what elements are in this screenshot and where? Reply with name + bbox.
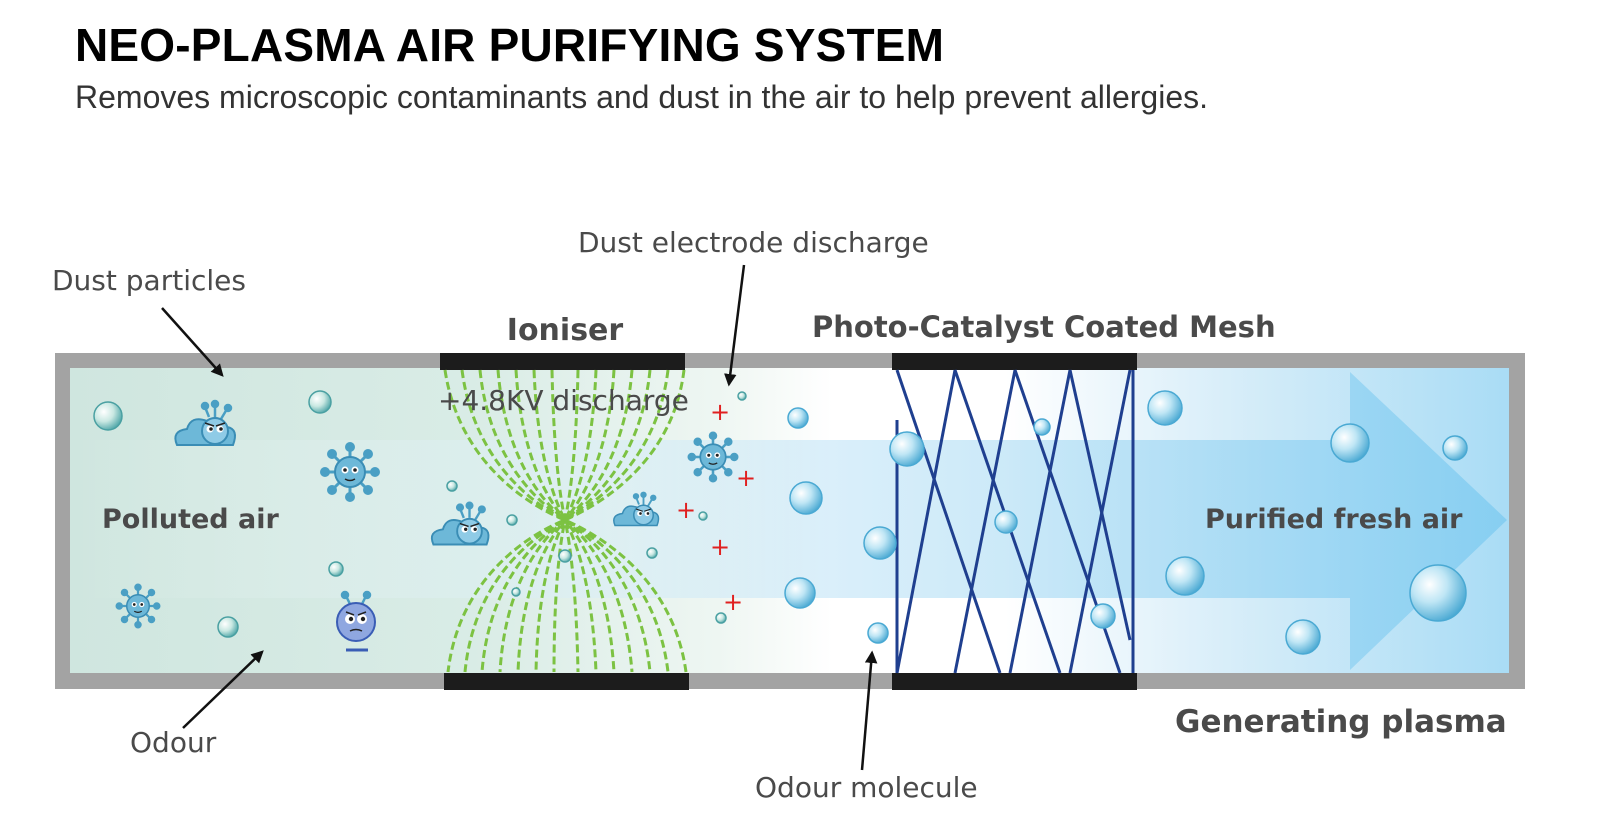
photo-catalyst-mesh-label: Photo-Catalyst Coated Mesh — [812, 310, 1276, 344]
air-bubble-icon — [93, 390, 747, 638]
discharge-label: +4.8KV discharge — [438, 384, 689, 417]
air-bubble-icon — [784, 390, 1468, 655]
svg-text:+: + — [736, 464, 756, 492]
page-title: NEO-PLASMA AIR PURIFYING SYSTEM — [75, 19, 945, 71]
dust-electrode-discharge-label: Dust electrode discharge — [578, 226, 929, 259]
ioniser-field-lines — [443, 369, 688, 673]
odour-molecule-label: Odour molecule — [755, 771, 978, 804]
dust-particles-label: Dust particles — [52, 264, 246, 297]
pointer-arrows — [161, 264, 878, 771]
ioniser-label: Ioniser — [507, 313, 624, 348]
svg-text:+: + — [723, 588, 743, 616]
page-subtitle: Removes microscopic contaminants and dus… — [75, 79, 1209, 115]
germ-icon — [320, 442, 380, 502]
svg-text:+: + — [676, 496, 696, 524]
polluted-air-label: Polluted air — [102, 504, 279, 535]
odour-germ-icon — [336, 590, 376, 652]
germ-icon — [687, 431, 739, 483]
svg-text:+: + — [710, 398, 730, 426]
positive-ion-icons: + + + + + — [676, 398, 756, 616]
generating-plasma-label: Generating plasma — [1175, 704, 1507, 740]
mesh-top-electrode — [892, 353, 1137, 370]
airflow-arrow-icon — [70, 372, 1507, 670]
ioniser-bottom-electrode — [444, 673, 689, 690]
ioniser-top-electrode — [440, 353, 685, 370]
svg-text:+: + — [710, 533, 730, 561]
mesh-bottom-electrode — [892, 673, 1137, 690]
odour-label: Odour — [130, 726, 217, 759]
germ-icon — [115, 583, 161, 629]
purified-fresh-air-label: Purified fresh air — [1205, 504, 1463, 535]
